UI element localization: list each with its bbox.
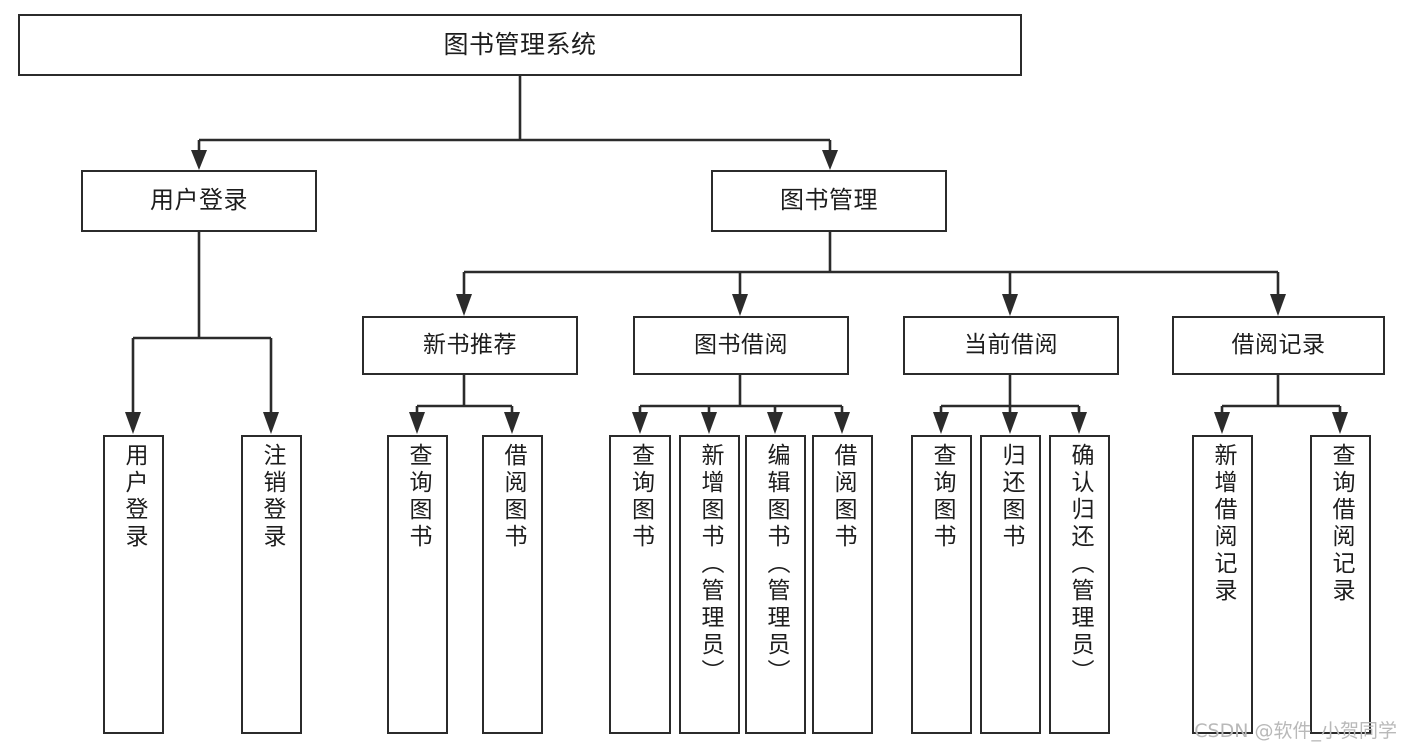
- node-label: 图书借阅: [694, 332, 788, 359]
- node-label: 新书推荐: [423, 332, 517, 359]
- node-label: 确认归还（管理员）: [1067, 443, 1093, 686]
- leaf-borrow-record-add-record[interactable]: 新增借阅记录: [1192, 435, 1253, 734]
- node-label: 查询图书: [405, 443, 431, 551]
- node-label: 用户登录: [121, 443, 147, 551]
- connector-current-borrow-to-leaves: [933, 375, 1087, 434]
- node-label: 新增图书（管理员）: [697, 443, 723, 686]
- connector-borrow-record-to-leaves: [1214, 375, 1348, 434]
- node-label: 新增借阅记录: [1210, 443, 1236, 605]
- node-label: 编辑图书（管理员）: [763, 443, 789, 686]
- node-label: 借阅图书: [830, 443, 856, 551]
- node-label: 图书管理: [780, 186, 878, 215]
- node-label: 查询图书: [929, 443, 955, 551]
- leaf-book-borrow-query-book[interactable]: 查询图书: [609, 435, 671, 734]
- connector-book-borrow-to-leaves: [632, 375, 850, 434]
- node-current-borrow[interactable]: 当前借阅: [903, 316, 1119, 375]
- leaf-user-login-logout[interactable]: 注销登录: [241, 435, 302, 734]
- leaf-borrow-record-query-record[interactable]: 查询借阅记录: [1310, 435, 1371, 734]
- leaf-current-borrow-query-book[interactable]: 查询图书: [911, 435, 972, 734]
- leaf-book-borrow-edit-book-admin[interactable]: 编辑图书（管理员）: [745, 435, 806, 734]
- node-label: 查询借阅记录: [1328, 443, 1354, 605]
- leaf-book-borrow-add-book-admin[interactable]: 新增图书（管理员）: [679, 435, 740, 734]
- node-label: 借阅图书: [500, 443, 526, 551]
- leaf-new-book-query-book[interactable]: 查询图书: [387, 435, 448, 734]
- node-label: 图书管理系统: [443, 29, 597, 59]
- node-label: 用户登录: [150, 186, 248, 215]
- leaf-current-borrow-confirm-return-admin[interactable]: 确认归还（管理员）: [1049, 435, 1110, 734]
- connector-new-book-to-leaves: [409, 375, 520, 434]
- node-label: 注销登录: [259, 443, 285, 551]
- node-book-management[interactable]: 图书管理: [711, 170, 947, 232]
- leaf-current-borrow-return-book[interactable]: 归还图书: [980, 435, 1041, 734]
- node-label: 借阅记录: [1231, 332, 1326, 359]
- node-label: 归还图书: [998, 443, 1024, 551]
- node-label: 查询图书: [627, 443, 654, 551]
- csdn-watermark: CSDN @软件_小贺同学: [1194, 720, 1397, 742]
- node-label: 当前借阅: [964, 332, 1058, 359]
- node-root-book-management-system[interactable]: 图书管理系统: [18, 14, 1022, 76]
- connector-root-to-level2: [191, 76, 838, 170]
- leaf-book-borrow-borrow-book[interactable]: 借阅图书: [812, 435, 873, 734]
- node-new-book-recommend[interactable]: 新书推荐: [362, 316, 578, 375]
- leaf-user-login-login[interactable]: 用户登录: [103, 435, 164, 734]
- connector-book-manage-to-level3: [456, 232, 1286, 316]
- connector-user-login-to-leaves: [125, 232, 279, 434]
- node-user-login[interactable]: 用户登录: [81, 170, 317, 232]
- node-borrow-record[interactable]: 借阅记录: [1172, 316, 1385, 375]
- leaf-new-book-borrow-book[interactable]: 借阅图书: [482, 435, 543, 734]
- node-book-borrow[interactable]: 图书借阅: [633, 316, 849, 375]
